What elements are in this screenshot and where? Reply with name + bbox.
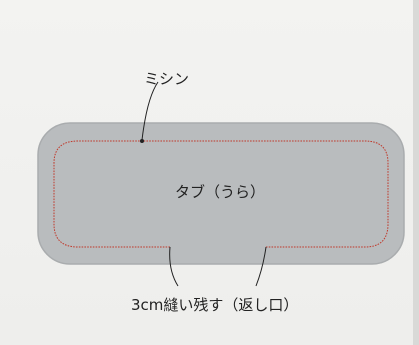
machine-leader-dot [140, 139, 144, 143]
machine-leader [141, 81, 159, 141]
fabric-tab [37, 122, 405, 265]
opening-label: 3cm縫い残す（返し口） [131, 296, 299, 314]
machine-label: ミシン [144, 70, 190, 88]
tab-label: タブ（うら） [175, 183, 266, 201]
opening-leader-right [255, 246, 267, 287]
stitch-line [53, 140, 389, 248]
opening-leader-left [169, 246, 179, 287]
